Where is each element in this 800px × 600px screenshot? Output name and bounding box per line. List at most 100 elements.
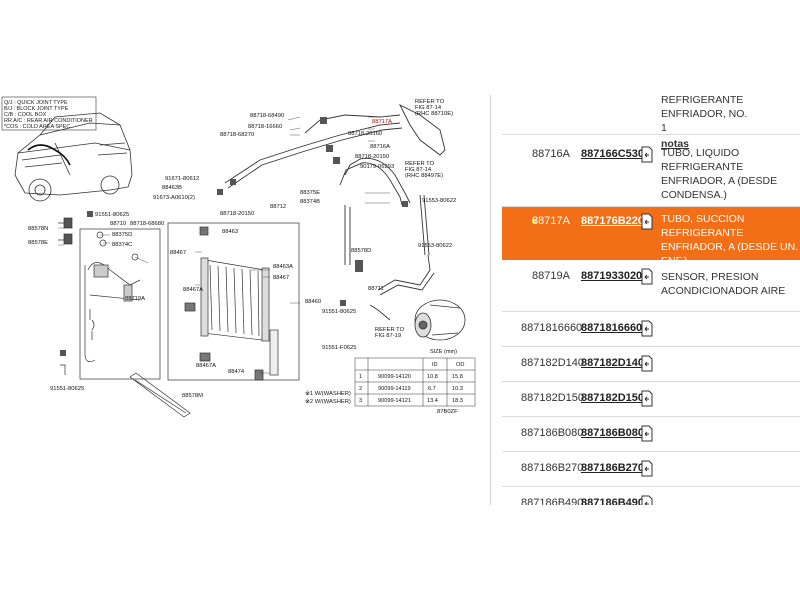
size-row-part: 90099-14120 <box>378 374 411 380</box>
label-refer-to: REFER TO <box>375 327 405 333</box>
part-number-link[interactable]: 887182D150 <box>581 392 645 404</box>
size-row-od: 15.8 <box>452 374 463 380</box>
label-88718: 88718-68490 <box>250 113 284 119</box>
size-row-num: 1 <box>359 374 362 380</box>
label-rhc: (RHC 88710E) <box>415 111 453 117</box>
add-to-cart-icon[interactable] <box>640 320 654 337</box>
small-parts <box>60 117 408 356</box>
pipes <box>224 103 446 321</box>
label-88374c: 88374C <box>112 242 132 248</box>
label-88374b: 88374B <box>300 199 320 205</box>
label-88716a: 88716A <box>370 144 390 150</box>
add-to-cart-icon[interactable] <box>640 390 654 407</box>
part-number-link[interactable]: 887186B080 <box>581 427 645 439</box>
part-number-link[interactable]: 887186B270 <box>581 462 645 474</box>
size-row-num: 3 <box>359 398 362 404</box>
add-to-cart-icon[interactable] <box>640 355 654 372</box>
label-rhc: (RHC 88497E) <box>405 173 443 179</box>
part-number-link[interactable]: 887186B490 <box>581 497 645 505</box>
label-88718: 88718-20160 <box>348 131 382 137</box>
part-row[interactable]: 887186B270 887186B270 <box>502 452 800 487</box>
part-row-selected[interactable]: 88717A 887176B220 TUBO, SUCCION REFRIGER… <box>502 207 800 283</box>
size-row-od: 10.3 <box>452 386 463 392</box>
label-88463b: 88463B <box>162 185 182 191</box>
part-desc-line: ACONDICIONADOR AIRE <box>661 285 786 297</box>
label-88710: 88710 <box>110 221 126 227</box>
add-to-cart-icon[interactable] <box>640 146 654 163</box>
add-to-cart-icon[interactable] <box>640 213 654 230</box>
panel-divider <box>490 95 491 505</box>
notes-link[interactable]: notas <box>661 271 690 283</box>
part-number-link[interactable]: 8871933020 <box>581 270 643 282</box>
label-refer-to: REFER TO <box>415 99 445 105</box>
part-row[interactable]: 887186B490 887186B490 <box>502 487 800 505</box>
add-to-cart-icon[interactable] <box>640 460 654 477</box>
part-number-link[interactable]: 8871816660 <box>581 322 643 334</box>
label-88718: 88718-20150 <box>220 211 254 217</box>
part-description: REFRIGERANTE ENFRIADOR, NO. 1 notas <box>661 93 800 151</box>
part-number-link[interactable]: 887176B220 <box>581 215 645 227</box>
label-88578n: 88578N <box>28 226 48 232</box>
add-to-cart-icon[interactable] <box>640 495 654 505</box>
label-88474: 88474 <box>228 369 245 375</box>
label-washer-note: ※1 W/(WASHER) <box>305 390 351 397</box>
part-desc-line: ENFRIADOR, A (DESDE UN. ENF.) <box>661 241 799 267</box>
legend-line: Q/J : QUICK JOINT TYPE <box>4 100 68 106</box>
label-illustration-code: 87B0ZF <box>437 409 458 415</box>
part-row[interactable]: REFRIGERANTE ENFRIADOR, NO. 1 notas <box>502 85 800 150</box>
label-88718: 88718-68680 <box>130 221 164 227</box>
size-table-header: OD <box>456 362 464 368</box>
label-88463: 88463 <box>222 229 238 235</box>
part-row[interactable]: 887182D140 887182D140 <box>502 347 800 382</box>
legend-line: RR A/C : REAR AIR CONDITIONER <box>4 118 93 124</box>
part-row[interactable]: 88719A 8871933020 SENSOR, PRESION ACONDI… <box>502 260 800 312</box>
legend-line: B/J : BLOCK JOINT TYPE <box>4 106 69 112</box>
label-88719a: 88719A <box>125 296 145 302</box>
label-91671: 91671-80612 <box>165 176 199 182</box>
part-desc-line: SENSOR, PRESION <box>661 271 759 283</box>
vehicle-illustration <box>14 112 133 202</box>
label-88718: 88718-20150 <box>355 154 389 160</box>
label-88578d: 88578D <box>351 248 371 254</box>
legend-line: *COS : COLD AREA SPEC <box>4 124 70 130</box>
label-fig: FIG 87-19 <box>375 333 401 339</box>
part-ref-code: 88719A <box>532 270 570 282</box>
label-fig: FIG 87-14 <box>405 167 432 173</box>
legend-line: C/B : COOL BOX <box>4 112 47 118</box>
size-row-part: 90099-14119 <box>378 386 411 392</box>
part-desc-line: TUBO, SUCCION REFRIGERANTE <box>661 213 745 239</box>
part-labels: 88578N 88578E 91551-80625 88710 88718-68… <box>28 99 458 415</box>
part-description: TUBO, SUCCION REFRIGERANTE ENFRIADOR, A … <box>661 212 800 284</box>
size-table-title: SIZE (mm) <box>430 349 457 355</box>
label-88711: 88711 <box>368 286 384 292</box>
leader-lines <box>58 116 390 374</box>
label-91551: 91551-80625 <box>50 386 84 392</box>
label-88467a: 88467A <box>183 287 203 293</box>
label-88460: 88460 <box>305 299 321 305</box>
label-washer-note: ※2 W/(WASHER) <box>305 398 351 405</box>
part-number-link[interactable]: 887166C530 <box>581 148 645 160</box>
part-row[interactable]: 88716A 887166C530 TUBO, LIQUIDO REFRIGER… <box>502 135 800 217</box>
size-table: SIZE (mm) ID OD 1 90099-14120 10.8 15.8 … <box>354 349 476 407</box>
size-row-num: 2 <box>359 386 362 392</box>
size-row-od: 18.3 <box>452 398 463 404</box>
label-91551: 91551-80625 <box>95 212 129 218</box>
part-ref-code: 88717A <box>532 215 570 227</box>
part-row[interactable]: 887182D150 887182D150 <box>502 382 800 417</box>
part-ref-code: 887182D140 <box>521 357 585 369</box>
label-88375e: 88375E <box>300 190 320 196</box>
part-desc-line: 1 <box>661 122 667 134</box>
highlight-marker <box>532 219 536 223</box>
add-to-cart-icon[interactable] <box>640 425 654 442</box>
add-to-cart-icon[interactable] <box>640 268 654 285</box>
part-number-link[interactable]: 887182D140 <box>581 357 645 369</box>
label-90179: 90179-06293 <box>360 164 394 170</box>
label-88578e: 88578E <box>28 240 48 246</box>
size-row-part: 90099-14121 <box>378 398 411 404</box>
notes-link[interactable]: notas <box>661 138 690 150</box>
part-row[interactable]: 8871816660 8871816660 <box>502 312 800 347</box>
part-desc-line: TUBO, LIQUIDO REFRIGERANTE <box>661 147 744 173</box>
parts-list[interactable]: REFRIGERANTE ENFRIADOR, NO. 1 notas 8871… <box>502 85 800 505</box>
part-row[interactable]: 887186B080 887186B080 <box>502 417 800 452</box>
size-row-id: 13.4 <box>427 398 438 404</box>
